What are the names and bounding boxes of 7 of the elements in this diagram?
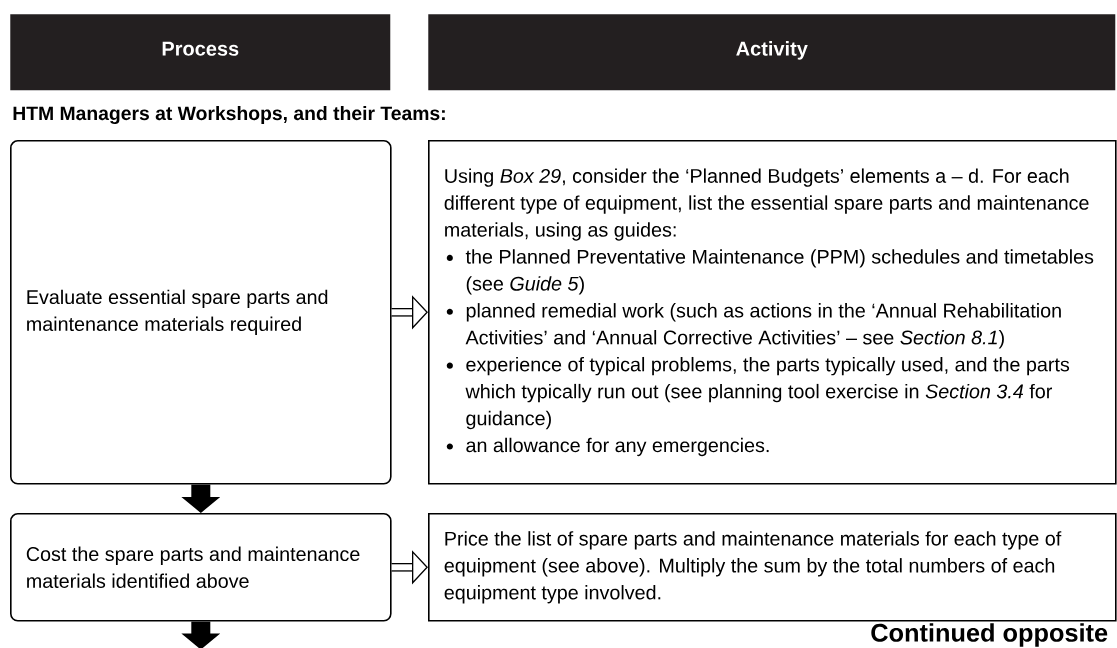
process-box: Evaluate essential spare parts and maintenance materials required (10, 140, 392, 485)
activity-box: Price the list of spare parts and maintenance materials for each type of equipment (see above). Multiply the sum by the total numbers of each equipment type involved. (428, 513, 1117, 622)
column-header: Activity (428, 14, 1116, 91)
process-box: Cost the spare parts and maintenance materials identified above (10, 513, 392, 622)
column-header: Process (10, 14, 391, 91)
section-heading: HTM Managers at Workshops, and their Teams: (13, 105, 445, 125)
activity-box: Using Box 29, consider the ‘Planned Budgets’ elements a – d. For each different type of equipment, list the essential spare parts and maintenance materials, using as guides: the Planned Preventative Maintenance (PPM) schedules and timetables (see Guide 5) planned remedial work (such as actions in the ‘Annual Rehabilitation Activities’ and ‘Annual Corrective Activities’ – see Section 8.1) experience of typical problems, the parts typically used, and the parts which typically run out (see planning tool exercise in Section 3.4 for guidance) an allowance for any emergencies. (428, 140, 1117, 485)
